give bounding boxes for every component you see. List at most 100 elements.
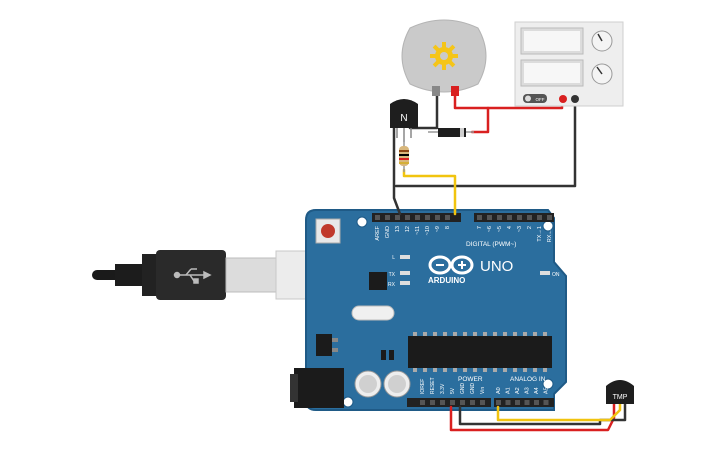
digital-pin-hole[interactable] [517, 215, 522, 220]
wire-5v-tmp[interactable] [449, 402, 616, 432]
usb-chip [369, 272, 387, 290]
on-label: ON [552, 272, 560, 278]
digital-pin-hole[interactable] [395, 215, 400, 220]
wires[interactable] [392, 93, 627, 432]
digital-pin-hole[interactable] [547, 215, 552, 220]
led-rx-label: RX [388, 282, 396, 288]
digital-pin-label: ~5 [497, 226, 503, 232]
power-pin-hole[interactable] [420, 400, 425, 405]
transistor-label: N [400, 113, 407, 124]
led-l [400, 255, 410, 259]
digital-pin-label: ~3 [517, 226, 523, 232]
analog-pin-hole[interactable] [496, 400, 501, 405]
digital-pin-label: 12 [405, 226, 411, 232]
analog-pin-label: A2 [515, 387, 521, 394]
infinity-logo [428, 255, 474, 275]
led-l-label: L [392, 255, 395, 261]
digital-pin-hole[interactable] [415, 215, 420, 220]
power-header[interactable] [407, 398, 491, 407]
power-pin-hole[interactable] [480, 400, 485, 405]
power-pin-hole[interactable] [440, 400, 445, 405]
digital-pin-hole[interactable] [375, 215, 380, 220]
capacitor [354, 370, 411, 398]
voltage-regulator [316, 334, 332, 356]
resistor[interactable] [399, 140, 409, 172]
wire-a0-tmp[interactable] [496, 402, 622, 422]
power-supply[interactable]: OFF [514, 21, 624, 107]
brand-label: ARDUINO [428, 276, 465, 285]
digital-pin-label: ~6 [487, 226, 493, 232]
power-pin-label: RESET [430, 377, 436, 394]
reset-button[interactable] [315, 218, 341, 244]
analog-pin-hole[interactable] [543, 400, 549, 405]
power-switch[interactable]: OFF [523, 94, 547, 103]
digital-pin-label: ~9 [435, 226, 441, 232]
diode[interactable] [428, 128, 474, 137]
wire-psu-negative[interactable] [394, 98, 577, 188]
analog-pin-hole[interactable] [505, 400, 511, 405]
digital-pin-hole[interactable] [405, 215, 410, 220]
digital-pin-hole[interactable] [477, 215, 482, 220]
analog-pin-label: A4 [534, 387, 540, 394]
current-knob[interactable] [591, 63, 613, 85]
digital-pin-hole[interactable] [537, 215, 542, 220]
wire-transistor-gnd[interactable] [392, 126, 402, 216]
digital-pin-label: GND [385, 226, 391, 238]
digital-pin-label: 8 [445, 226, 451, 229]
digital-pin-label: ~11 [415, 226, 421, 235]
voltage-knob[interactable] [591, 30, 613, 52]
power-pin-hole[interactable] [470, 400, 475, 405]
analog-pin-hole[interactable] [534, 400, 539, 405]
power-pin-label: GND [460, 383, 466, 395]
led-tx-label: TX [389, 272, 396, 278]
power-pin-label: IOREF [420, 379, 426, 394]
wire-pin9[interactable] [402, 168, 457, 216]
digital-pin-label: 2 [527, 226, 533, 229]
digital-pin-label: TX→1 [537, 226, 543, 242]
analog-pin-hole[interactable] [515, 400, 520, 405]
digital-pin-hole[interactable] [487, 215, 492, 220]
digital-pin-label: ~10 [425, 226, 431, 235]
usb-icon [173, 268, 212, 284]
digital-pin-label: 13 [395, 226, 401, 232]
led-tx [400, 271, 410, 275]
negative-terminal[interactable] [571, 95, 579, 103]
positive-terminal[interactable] [559, 95, 567, 103]
led-rx [400, 281, 410, 285]
dc-motor[interactable] [401, 19, 487, 96]
gear-icon [430, 42, 458, 70]
tmp-label: TMP [613, 394, 628, 401]
led-on [540, 271, 550, 275]
analog-pin-hole[interactable] [524, 400, 530, 405]
tmp36-sensor[interactable]: TMP [606, 380, 634, 404]
digital-pin-hole[interactable] [527, 215, 532, 220]
power-pin-hole[interactable] [460, 400, 465, 405]
digital-pin-hole[interactable] [497, 215, 502, 220]
switch-label: OFF [536, 97, 545, 102]
wire-motor-diode[interactable] [453, 93, 490, 134]
analog-pin-label: A5 [544, 387, 550, 394]
digital-pin-hole[interactable] [445, 215, 450, 220]
crystal-oscillator [351, 305, 395, 321]
npn-transistor[interactable]: N [390, 99, 418, 142]
power-pin-hole[interactable] [430, 400, 435, 405]
digital-pin-hole[interactable] [435, 215, 440, 220]
power-pin-label: GND [470, 383, 476, 395]
digital-pin-hole[interactable] [425, 215, 430, 220]
digital-pin-hole[interactable] [385, 215, 390, 220]
atmega-chip [408, 332, 552, 372]
digital-header[interactable] [372, 213, 554, 222]
power-pin-hole[interactable] [450, 400, 455, 405]
analog-pin-label: A1 [506, 387, 512, 394]
analog-header[interactable] [494, 398, 554, 407]
analog-pin-label: A3 [525, 387, 531, 394]
wire-gnd-tmp[interactable] [458, 402, 627, 426]
digital-pin-label: AREF [375, 225, 381, 240]
power-pin-label: 5V [450, 387, 456, 394]
wire-motor-collector[interactable] [408, 93, 439, 130]
digital-pin-hole[interactable] [507, 215, 512, 220]
